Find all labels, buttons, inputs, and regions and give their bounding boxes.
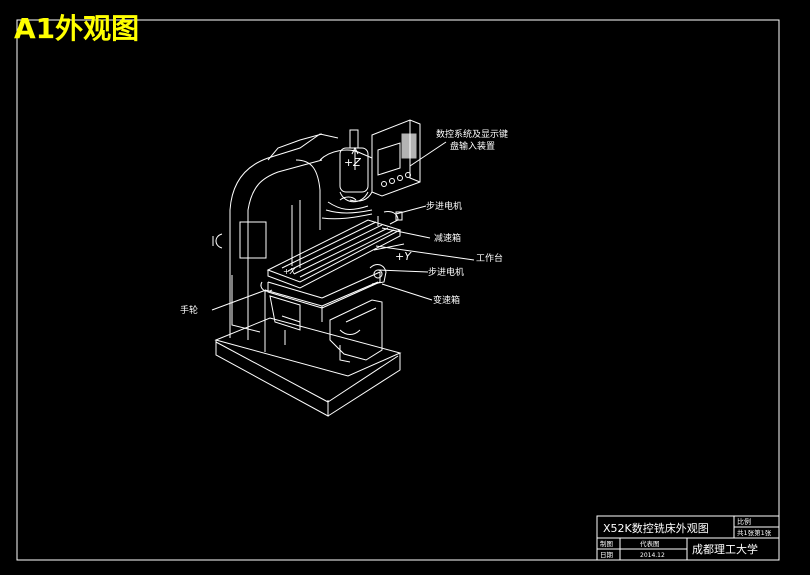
overlay-title: A1外观图: [14, 12, 140, 45]
callout-stepper-motor-1: 步进电机: [426, 200, 462, 212]
machine-base: [214, 317, 402, 417]
callout-labels: 数控系统及显示键 盘输入装置 步进电机 减速箱 工作台 步进电机 变速箱 手轮: [180, 128, 508, 316]
callout-leaders: [211, 141, 475, 311]
title-block: [596, 515, 780, 561]
drawn-label: 制图: [600, 539, 613, 548]
drawing-title: X52K数控铣床外观图: [603, 521, 709, 535]
x-axis-label: +X: [283, 267, 296, 276]
cnc-control-panel: [371, 119, 421, 197]
spindle-head: [319, 129, 373, 220]
drawing-border: [16, 19, 780, 561]
z-axis-label: +Z: [344, 156, 361, 169]
callout-gearbox: 变速箱: [433, 294, 460, 306]
milling-machine-drawing: [212, 119, 421, 417]
callout-reducer: 减速箱: [434, 232, 461, 244]
worktable: [260, 211, 403, 292]
institution-name: 成都理工大学: [692, 542, 758, 556]
machine-knee: [264, 281, 383, 363]
drawn-name: 代表图: [640, 539, 660, 548]
callout-stepper-motor-2: 步进电机: [428, 266, 464, 278]
machine-column: [212, 133, 357, 340]
title-block-text: X52K数控铣床外观图 比例 共1张第1张 制图 代表图 日期 2014.12 …: [600, 517, 772, 559]
y-axis-label: +Y: [395, 250, 412, 263]
scale-label: 比例: [737, 517, 751, 526]
sheet-label: 共1张第1张: [737, 528, 772, 537]
date-label: 日期: [600, 551, 614, 559]
callout-handwheel: 手轮: [180, 304, 198, 316]
machine-saddle: [267, 271, 381, 309]
callout-cnc-panel-line2: 盘输入装置: [450, 140, 495, 152]
axis-labels: +Z +Y +X: [283, 146, 412, 276]
date-value: 2014.12: [640, 552, 665, 559]
callout-cnc-panel-line1: 数控系统及显示键: [436, 128, 508, 140]
knee-stepper-motor: [369, 264, 387, 285]
callout-worktable: 工作台: [476, 252, 503, 264]
